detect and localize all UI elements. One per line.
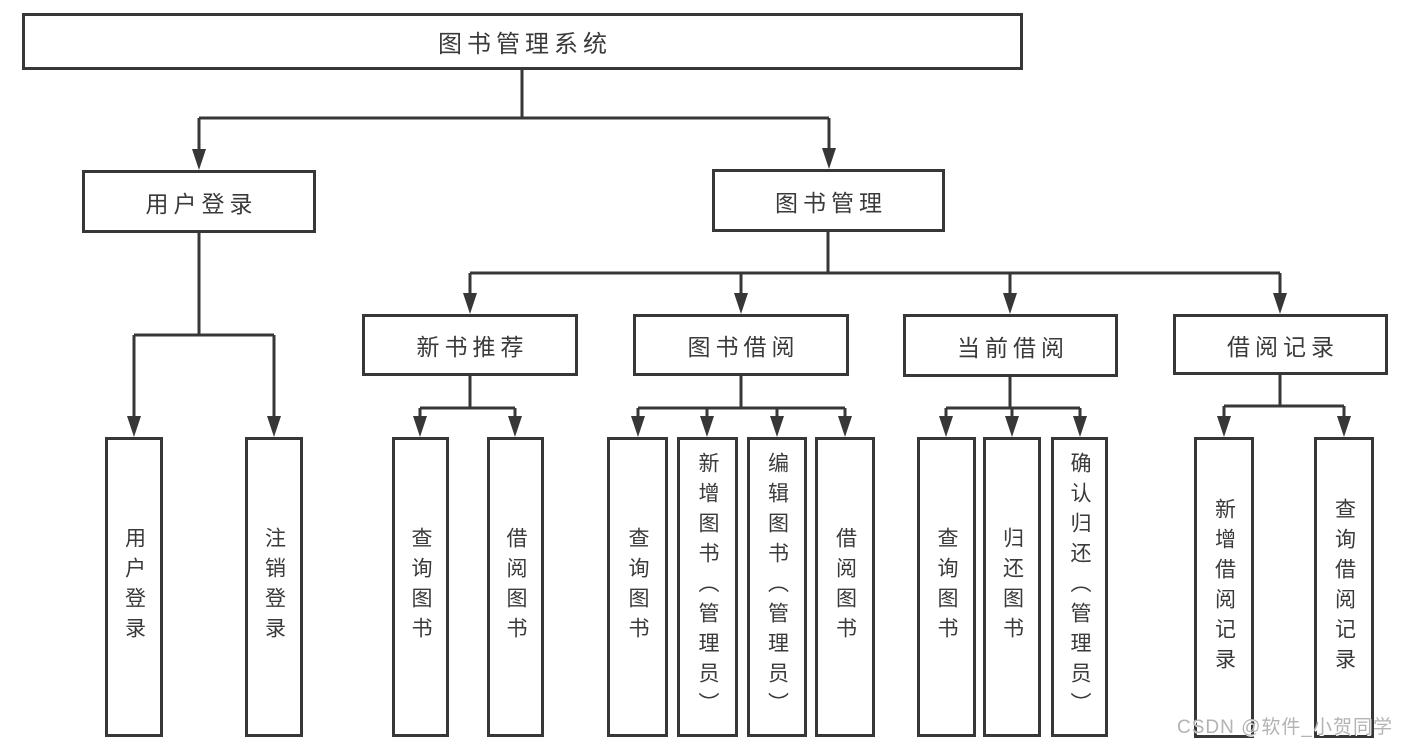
connector-root <box>197 70 831 152</box>
node-bb-edit-books-admin: 编辑图书（管理员） <box>747 437 807 737</box>
arrowhead <box>838 416 852 437</box>
node-bb-borrow-books: 借阅图书 <box>815 437 875 737</box>
node-current-borrowing: 当前借阅 <box>903 314 1118 377</box>
arrowhead <box>413 416 427 437</box>
arrowhead <box>1005 416 1019 437</box>
node-book-management: 图书管理 <box>712 169 945 232</box>
node-cb-return-books: 归还图书 <box>983 437 1041 737</box>
arrowhead <box>700 416 714 437</box>
arrowhead <box>734 293 748 314</box>
node-user-login-leaf: 用户登录 <box>105 437 163 737</box>
watermark: CSDN @软件_小贺同学 <box>1177 717 1393 738</box>
arrowhead <box>1217 416 1231 437</box>
connector-book-management <box>468 232 1282 297</box>
arrowhead <box>1273 293 1287 314</box>
connector-borrowing-records <box>1222 375 1346 420</box>
connector-current-borrowing <box>944 377 1082 420</box>
arrowhead <box>939 416 953 437</box>
connector-user-login <box>132 233 276 420</box>
connector-new-book-recommendation <box>418 376 517 420</box>
node-cb-query-books: 查询图书 <box>917 437 976 737</box>
arrowhead <box>822 148 836 169</box>
arrowhead <box>1337 416 1351 437</box>
arrowhead <box>508 416 522 437</box>
arrowhead <box>770 416 784 437</box>
node-bb-query-books: 查询图书 <box>607 437 668 737</box>
node-bb-add-books-admin: 新增图书（管理员） <box>677 437 738 737</box>
arrowhead <box>127 416 141 437</box>
arrowhead <box>1003 293 1017 314</box>
connector-book-borrowing <box>636 376 847 420</box>
node-new-book-recommendation: 新书推荐 <box>362 314 578 376</box>
arrowhead <box>192 149 206 170</box>
arrowhead <box>631 416 645 437</box>
arrowheads <box>127 148 1351 437</box>
arrowhead <box>463 293 477 314</box>
node-nb-borrow-books: 借阅图书 <box>487 437 544 737</box>
node-br-query-record: 查询借阅记录 <box>1314 437 1374 738</box>
node-book-borrowing: 图书借阅 <box>633 314 849 376</box>
node-borrowing-records: 借阅记录 <box>1173 314 1388 375</box>
arrowhead <box>267 416 281 437</box>
node-cb-confirm-return-admin: 确认归还（管理员） <box>1051 437 1108 737</box>
arrowhead <box>1073 416 1087 437</box>
node-nb-query-books: 查询图书 <box>392 437 449 737</box>
node-user-login: 用户登录 <box>82 170 316 233</box>
node-library-management-system: 图书管理系统 <box>22 13 1023 70</box>
node-logout-leaf: 注销登录 <box>245 437 303 737</box>
node-br-add-record: 新增借阅记录 <box>1194 437 1254 738</box>
